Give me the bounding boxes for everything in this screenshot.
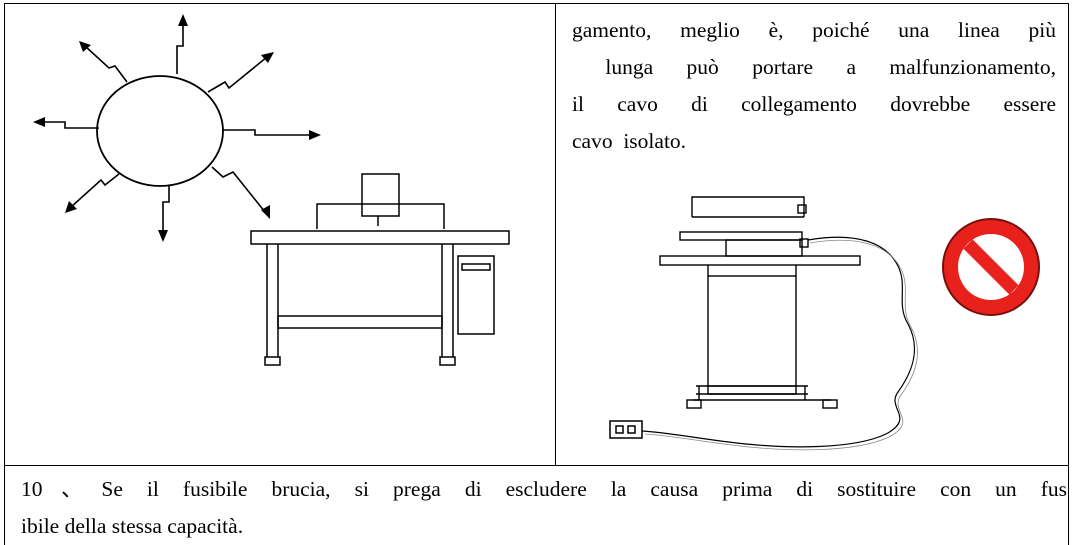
- text-line: lunga può portare a malfunzionamento,: [572, 55, 1056, 79]
- table-border-top: [4, 3, 1069, 4]
- table-border-divider: [555, 3, 556, 465]
- text-line: il cavo di collegamento dovrebbe essere: [572, 92, 1056, 116]
- power-outlet-icon: [609, 420, 643, 439]
- prohibition-sign-icon: [942, 218, 1040, 316]
- text-line: 10、Se il fusibile brucia, si prega di es…: [21, 477, 1067, 501]
- table-border-left: [4, 3, 5, 545]
- radiating-arrows-icon: [41, 22, 313, 234]
- text-line: cavo isolato.: [572, 129, 687, 153]
- long-cable-illustration: [609, 196, 1040, 451]
- table-border-right: [1068, 3, 1069, 545]
- cable-instructions-cell: gamento, meglio è, poiché una linea più …: [556, 4, 1068, 465]
- fuse-instructions-text: 10、Se il fusibile brucia, si prega di es…: [21, 471, 1067, 545]
- sewing-machine-icon: [659, 196, 861, 409]
- interference-illustration-cell: [5, 4, 555, 465]
- text-line: gamento, meglio è, poiché una linea più: [572, 18, 1056, 42]
- power-cable: [641, 236, 916, 448]
- sewing-machine-table-icon: [250, 173, 510, 366]
- text-line: ibile della stessa capacità.: [21, 514, 244, 538]
- table-border-middle: [4, 465, 1069, 466]
- interference-illustration: [33, 14, 510, 366]
- cable-instructions-text: gamento, meglio è, poiché una linea più …: [572, 12, 1056, 160]
- arrowheads: [33, 14, 321, 242]
